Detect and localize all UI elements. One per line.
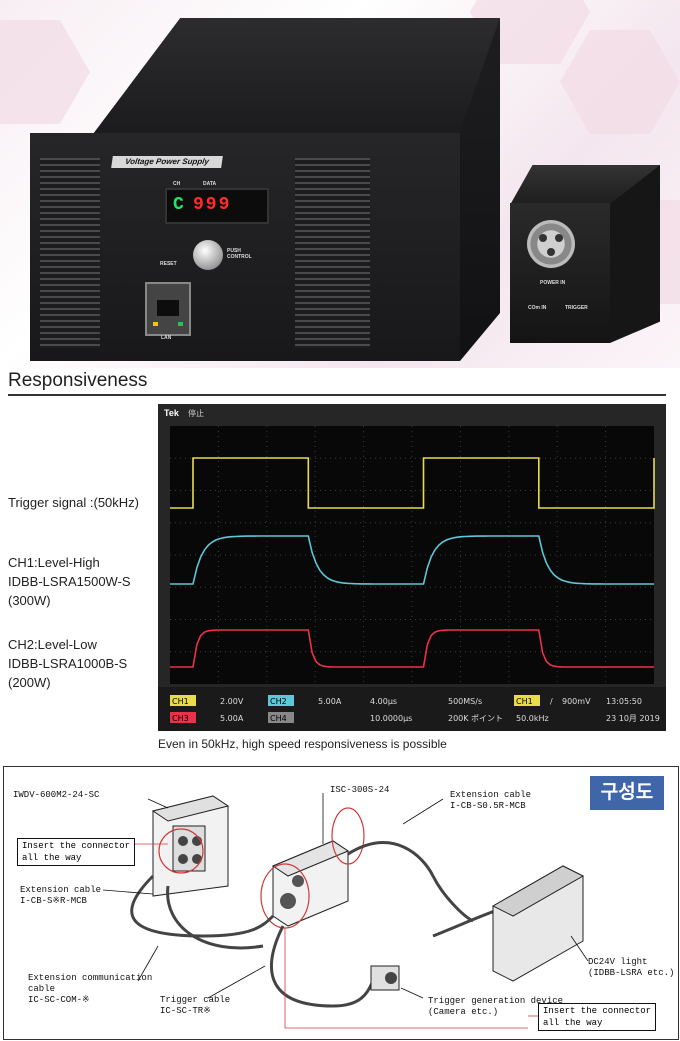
section-divider [8,394,666,396]
channel-tag [514,695,540,706]
dc-light-label: DC24V light (IDBB-LSRA etc.) [588,957,675,978]
power-supply-unit: Voltage Power Supply CH DATA C 999 RESET… [30,18,500,363]
ch1-label: CH1:Level-High IDBB-LSRA1500W-S (300W) [8,555,131,608]
iso-unit-drawing [260,807,365,929]
status-text: 200K ポイント [448,714,503,723]
scope-status-bar [158,687,666,731]
status-text: 5.00A [318,697,342,706]
section-title: Responsiveness [8,370,148,391]
data-display: 999 [193,195,232,215]
diagram-badge: 구성도 [590,776,664,810]
product-photo: Voltage Power Supply CH DATA C 999 RESET… [0,0,680,368]
scope-caption: Even in 50kHz, high speed responsiveness… [158,737,447,751]
trigger-cable-label: Trigger cable IC-SC-TR※ [160,995,231,1016]
status-text: / [550,697,553,706]
channel-tag [268,712,294,723]
trigger-signal-label: Trigger signal :(50kHz) [8,495,140,510]
vent-grille [40,158,100,348]
trigger-label: TRIGGER [565,305,588,311]
ch2-label: CH2:Level-Low IDBB-LSRA1000B-S (200W) [8,637,128,690]
data-label: DATA [203,181,217,187]
status-text: 13:05:50 [606,697,642,706]
insert-connector-note-2: Insert the connector all the way [538,1003,657,1031]
scope-plot-area [170,426,654,684]
status-text: 10.0000μs [370,714,412,723]
power-in-label: POWER IN [540,280,566,286]
insert-connector-note-1: Insert the connector all the way [17,838,136,866]
trigger-device-drawing [370,965,400,991]
status-text: 4.00μs [370,697,397,706]
trigger-device-label: Trigger generation device (Camera etc.) [428,996,564,1017]
series-1-trace [170,457,655,509]
scope-status-row-2: CH3 5.00A CH4 10.0000μs 200K ポイント 50.0kHz 23 1… [170,712,660,723]
scope-brand: Tek [164,408,180,418]
scope-traces [170,457,655,668]
status-text: CH1 [172,697,189,706]
vent-grille [295,158,370,348]
series-2-trace [170,535,654,585]
extension-cable-1-label: Extension cable I-CB-S※R-MCB [20,885,102,906]
lan-label: LAN [161,335,172,341]
status-text: CH3 [172,714,189,723]
led-display: C 999 [165,188,269,224]
iso-unit-label: ISC-300S-24 [330,785,390,795]
extension-communication-cable-label: Extension communication cable IC-SC-COM-… [28,973,153,1005]
diagram-drawing [102,793,589,1029]
status-text: 23 10月 2019 [606,714,660,723]
lan-port-icon [145,282,191,336]
status-text: CH2 [270,697,287,706]
channel-tag [268,695,294,706]
bg-hexagon [560,30,680,134]
control-knob-icon [193,240,223,270]
oscilloscope-screen: Tek 停止 CH1 2.00V CH2 5.00A 4.00μs 500MS/s CH1 /… [158,404,666,731]
channel-tag [170,712,196,723]
status-text: 2.00V [220,697,244,706]
ch-display: C [173,195,184,215]
status-text: 900mV [562,697,591,706]
status-text: 50.0kHz [516,714,549,723]
brand-label: Voltage Power Supply [111,156,223,168]
ch-label: CH [173,181,181,187]
power-connector-icon [527,220,575,268]
reset-label: RESET [160,261,177,267]
extension-cable-2-label: Extension cable I-CB-S0.5R-MCB [450,790,532,811]
main-unit-label: IWDV-600M2-24-SC [13,790,100,800]
series-3-trace [170,629,654,668]
status-text: 5.00A [220,714,244,723]
isolation-unit: POWER IN COm IN TRIGGER [510,165,660,350]
scope-status: 停止 [188,408,204,418]
status-text: CH4 [270,714,287,723]
push-control-label: PUSH CONTROL [227,248,252,260]
main-unit-drawing [151,795,230,897]
light-bar-drawing [491,865,585,982]
com-in-label: COm IN [528,305,547,311]
status-text: CH1 [516,697,533,706]
scope-status-row-1: CH1 2.00V CH2 5.00A 4.00μs 500MS/s CH1 / 900mV 13… [170,695,642,706]
channel-tag [170,695,196,706]
status-text: 500MS/s [448,697,482,706]
